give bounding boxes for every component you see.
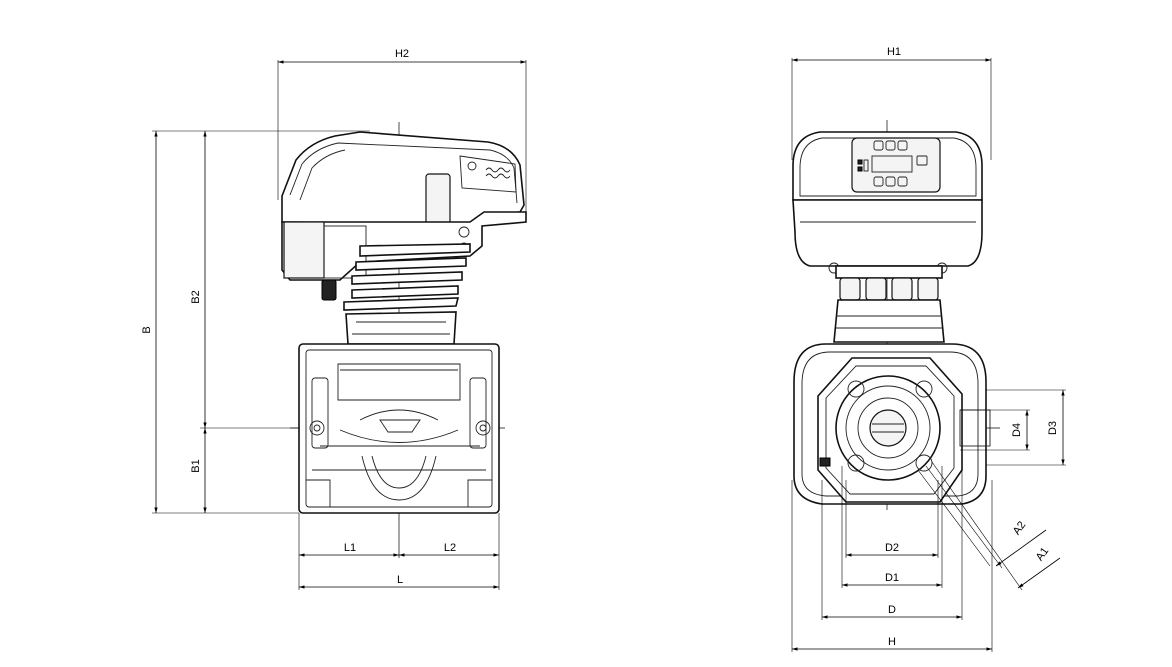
h1-label: H1 xyxy=(887,46,901,58)
b-label: B xyxy=(141,326,153,333)
a1-dimension xyxy=(1017,557,1061,589)
d1-label: D1 xyxy=(885,572,899,584)
side-view: H2 B B2 B1 L1 L2 L xyxy=(141,48,527,590)
cooling-fins xyxy=(343,243,471,345)
a-ext-1 xyxy=(925,465,1003,569)
front-pump-housing xyxy=(793,343,991,505)
a2-label: A2 xyxy=(1011,519,1029,537)
cable-glands xyxy=(833,277,945,343)
l2-label: L2 xyxy=(444,542,456,554)
l1-label: L1 xyxy=(344,542,356,554)
a-ext-3 xyxy=(931,461,1023,591)
b2-label: B2 xyxy=(190,290,202,303)
d-label: D xyxy=(888,604,896,616)
d3-label: D3 xyxy=(1047,421,1059,435)
a1-label: A1 xyxy=(1034,545,1052,563)
pump-housing xyxy=(298,343,500,514)
a2-dimension xyxy=(995,529,1047,567)
a-ext-2 xyxy=(917,469,991,567)
h-label: H xyxy=(888,636,896,648)
pump-port xyxy=(869,409,907,447)
d4-label: D4 xyxy=(1011,423,1023,437)
d2-label: D2 xyxy=(885,542,899,554)
front-motor-head xyxy=(792,131,983,279)
h2-label: H2 xyxy=(395,48,409,60)
motor-head xyxy=(281,131,527,301)
front-view: H1 D4 D3 A2 A1 D2 D1 D H xyxy=(791,46,1066,652)
b1-label: B1 xyxy=(190,459,202,472)
l-label: L xyxy=(397,574,403,586)
